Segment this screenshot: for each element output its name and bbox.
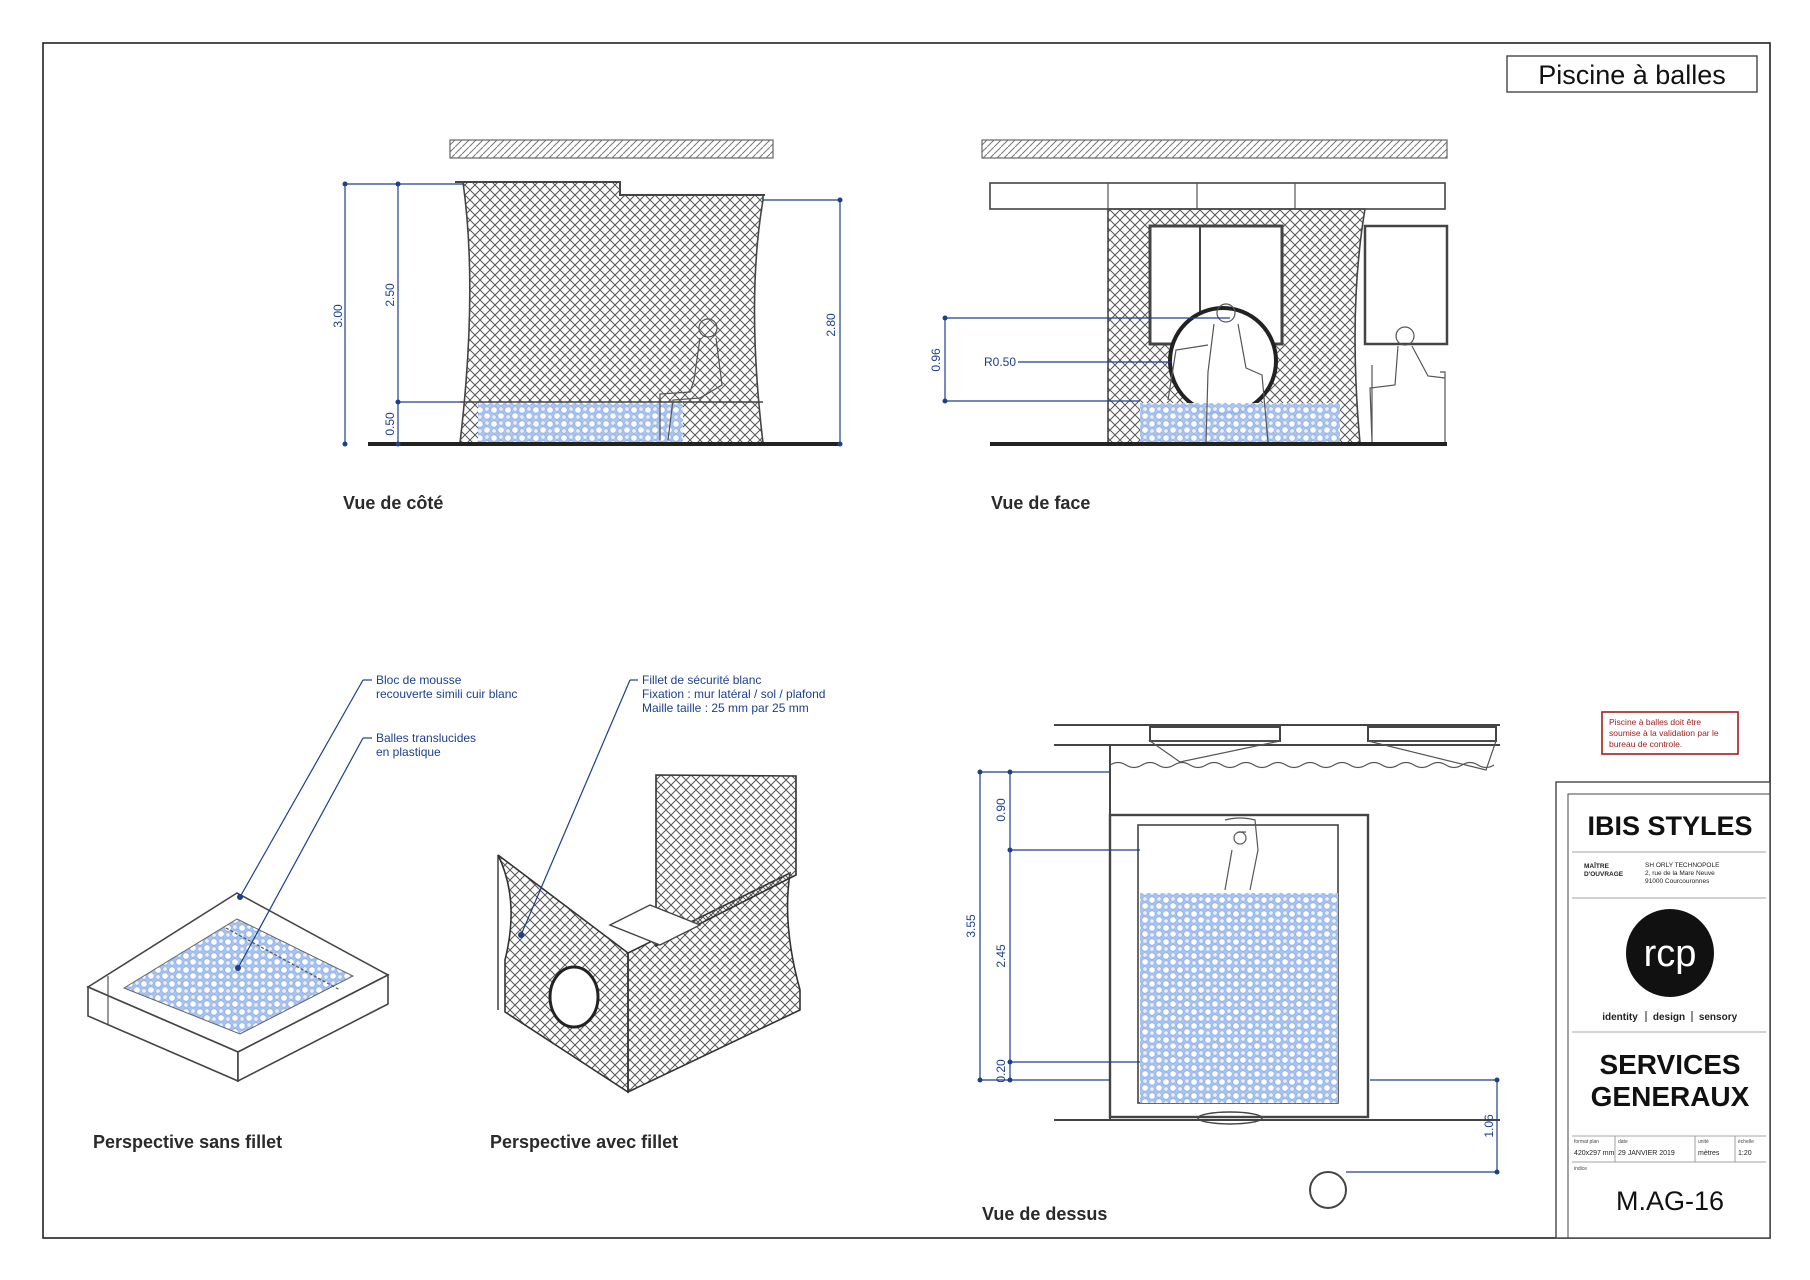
dim-right-height: 2.80 [824,313,838,337]
front-view: 0.96 R0.50 Vue de face [929,139,1449,513]
project-line2: GENERAUX [1591,1081,1750,1112]
perspective-without-net: Bloc de mousse recouverte simili cuir bl… [86,673,517,1152]
drawing-title: Piscine à balles [1538,60,1726,90]
ceiling-soffit [989,182,1446,210]
side-view-caption: Vue de côté [343,493,443,513]
dim-porthole-height: 0.96 [929,348,943,372]
project-line1: SERVICES [1599,1049,1740,1080]
tagline-identity: identity [1602,1012,1638,1023]
note-net-line2: Fixation : mur latéral / sol / plafond [642,687,825,701]
meta-date: 29 JANVIER 2019 [1618,1150,1675,1157]
standing-figure [1167,303,1269,443]
dim-lower-height: 0.50 [383,412,397,436]
seated-figure [659,318,723,441]
meta-unit: mètres [1698,1150,1720,1157]
meta-format: 420x297 mm [1574,1150,1615,1157]
meta-header-format: format plan [1574,1139,1599,1145]
note-balls-line1: Balles translucides [376,731,476,745]
owner-address-3: 91000 Courcouronnes [1645,878,1710,885]
top-dimensions: 3.55 0.90 2.45 0.20 1.06 [964,769,1500,1175]
sheet-border [42,42,1771,1239]
side-dimensions: 3.00 2.50 0.50 2.80 [331,181,843,447]
warning-line1: Piscine à balles doit être [1609,717,1701,727]
dim-top-right: 1.06 [1482,1114,1496,1138]
perspective-plain-caption: Perspective sans fillet [93,1132,282,1152]
title-block: IBIS STYLES MAÎTRE D'OUVRAGE SH ORLY TEC… [1555,781,1771,1239]
meta-index-label: indice [1574,1166,1587,1172]
top-view-caption: Vue de dessus [982,1204,1107,1224]
dim-top-section2: 2.45 [994,944,1008,968]
warning-line3: bureau de controle. [1609,739,1682,749]
ceiling-slab [449,139,774,159]
owner-label-2: D'OUVRAGE [1584,871,1624,878]
owner-address-2: 2, rue de la Mare Neuve [1645,870,1715,877]
meta-header-scale: échelle [1738,1139,1754,1145]
owner-label-1: MAÎTRE [1584,861,1610,870]
seated-person-at-desk [1363,224,1449,443]
warning-line2: soumise à la validation par le [1609,728,1719,738]
meta-scale: 1:20 [1738,1150,1752,1157]
dim-top-total: 3.55 [964,914,978,938]
person-top-view [1224,817,1259,891]
note-net-line3: Maille taille : 25 mm par 25 mm [642,701,809,715]
note-foam-block-line1: Bloc de mousse [376,673,462,687]
perspective-net-caption: Perspective avec fillet [490,1132,678,1152]
meta-header-date: date [1618,1139,1628,1145]
ceiling-slab [981,139,1448,159]
rcp-logo [1626,909,1714,997]
dim-upper-height: 2.50 [383,283,397,307]
client-name: IBIS STYLES [1587,811,1752,841]
validation-warning: Piscine à balles doit être soumise à la … [1601,711,1739,755]
dim-top-section1: 0.90 [994,798,1008,822]
ball-layer [478,402,683,442]
drawing-number: M.AG-16 [1616,1186,1724,1216]
ball-layer [1140,403,1340,443]
dim-top-section3: 0.20 [994,1059,1008,1083]
note-net-line1: Fillet de sécurité blanc [642,673,761,687]
title-box [1506,55,1758,93]
porthole-opening [1168,306,1278,416]
rcp-logo-text: rcp [1644,933,1697,975]
top-view: 3.55 0.90 2.45 0.20 1.06 Vue de dessus [964,724,1500,1224]
owner-address-1: SH ORLY TECHNOPOLE [1645,862,1720,869]
dim-total-height: 3.00 [331,304,345,328]
meta-header-unit: unité [1698,1139,1709,1145]
ball-area [1140,893,1338,1103]
note-balls-line2: en plastique [376,745,441,759]
dim-porthole-radius: R0.50 [984,355,1016,369]
front-view-caption: Vue de face [991,493,1090,513]
front-dimensions: 0.96 R0.50 [929,315,1230,404]
tagline-design: design [1653,1012,1685,1023]
side-view: 3.00 2.50 0.50 2.80 Vue de côté [331,139,843,513]
perspective-with-net: Fillet de sécurité blanc Fixation : mur … [490,673,825,1152]
porthole-opening [548,965,600,1029]
note-foam-block-line2: recouverte simili cuir blanc [376,687,517,701]
tagline-sensory: sensory [1699,1012,1738,1023]
